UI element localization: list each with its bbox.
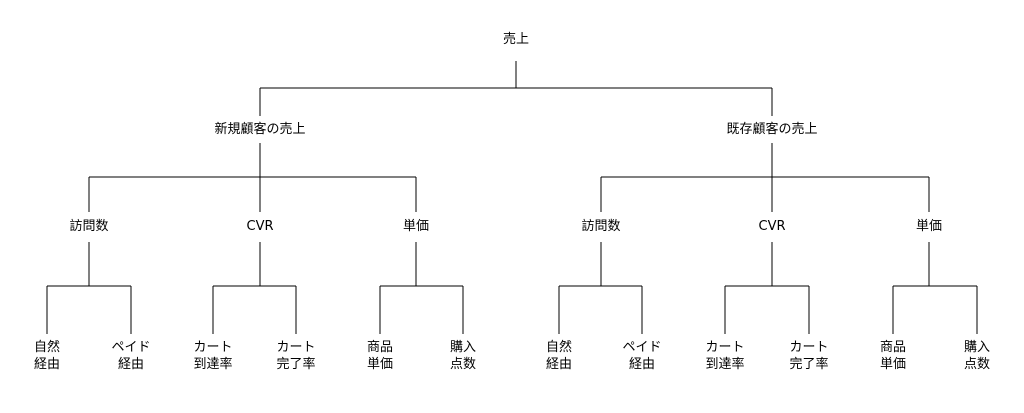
node-label: 単価 <box>915 219 943 234</box>
leaf-product-unit-price: 商品 単価 <box>367 339 393 373</box>
node-label: 新規顧客の売上 <box>214 122 306 137</box>
root-label: 売上 <box>502 32 530 47</box>
leaf-label-line: カート <box>193 340 233 355</box>
unit-price-node: 単価 <box>916 218 942 235</box>
leaf-label-line: 単価 <box>366 357 394 372</box>
leaf-label-line: 到達率 <box>193 357 233 372</box>
leaf-label-line: 完了率 <box>789 357 829 372</box>
leaf-items-purchased: 購入 点数 <box>450 339 476 373</box>
leaf-cart-completion-rate: カート 完了率 <box>276 339 315 373</box>
existing-customer-sales-node: 既存顧客の売上 <box>726 121 817 138</box>
leaf-label-line: 単価 <box>879 357 907 372</box>
leaf-label-line: 経由 <box>33 357 61 372</box>
node-label: CVR <box>758 219 786 234</box>
leaf-cart-reach-rate: カート 到達率 <box>705 339 744 373</box>
leaf-paid-traffic: ペイド 経由 <box>622 339 661 373</box>
leaf-label-line: 経由 <box>628 357 656 372</box>
node-label: 既存顧客の売上 <box>726 122 818 137</box>
leaf-label-line: 自然 <box>33 340 61 355</box>
node-label: 単価 <box>402 219 430 234</box>
leaf-label-line: カート <box>705 340 745 355</box>
leaf-label-line: カート <box>276 340 316 355</box>
leaf-label-line: 自然 <box>545 340 573 355</box>
leaf-label-line: 商品 <box>366 340 394 355</box>
leaf-organic-traffic: 自然 経由 <box>34 339 60 373</box>
leaf-cart-completion-rate: カート 完了率 <box>789 339 828 373</box>
node-label: CVR <box>246 219 274 234</box>
new-customer-sales-node: 新規顧客の売上 <box>214 121 305 138</box>
visits-node: 訪問数 <box>581 218 620 235</box>
root-node: 売上 <box>503 31 529 48</box>
leaf-label-line: 購入 <box>449 340 477 355</box>
leaf-paid-traffic: ペイド 経由 <box>111 339 150 373</box>
leaf-label-line: カート <box>789 340 829 355</box>
leaf-cart-reach-rate: カート 到達率 <box>193 339 232 373</box>
node-label: 訪問数 <box>581 219 621 234</box>
unit-price-node: 単価 <box>403 218 429 235</box>
leaf-label-line: ペイド <box>111 340 151 355</box>
cvr-node: CVR <box>246 218 273 235</box>
cvr-node: CVR <box>758 218 785 235</box>
leaf-organic-traffic: 自然 経由 <box>546 339 572 373</box>
leaf-label-line: 点数 <box>449 357 477 372</box>
node-label: 訪問数 <box>69 219 109 234</box>
leaf-product-unit-price: 商品 単価 <box>880 339 906 373</box>
leaf-label-line: 経由 <box>545 357 573 372</box>
leaf-label-line: 経由 <box>117 357 145 372</box>
leaf-label-line: ペイド <box>622 340 662 355</box>
leaf-label-line: 到達率 <box>705 357 745 372</box>
leaf-label-line: 商品 <box>879 340 907 355</box>
leaf-label-line: 完了率 <box>276 357 316 372</box>
leaf-items-purchased: 購入 点数 <box>964 339 990 373</box>
leaf-label-line: 点数 <box>963 357 991 372</box>
visits-node: 訪問数 <box>69 218 108 235</box>
leaf-label-line: 購入 <box>963 340 991 355</box>
